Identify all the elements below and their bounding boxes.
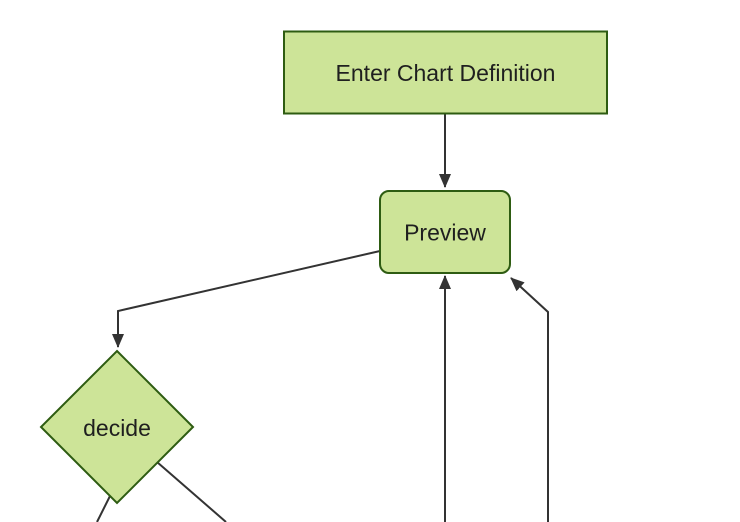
nodes: Enter Chart Definition Preview decide xyxy=(39,30,608,505)
node-decide xyxy=(39,349,195,505)
edge-preview-to-decide xyxy=(112,250,381,348)
edges xyxy=(96,114,549,522)
node-preview-label: Preview xyxy=(404,220,486,246)
node-enter-chart-definition-label: Enter Chart Definition xyxy=(336,60,556,86)
edge-decide-to-offscreen-left xyxy=(96,495,111,522)
node-enter-chart-definition xyxy=(283,30,608,115)
node-preview xyxy=(379,190,511,274)
edge-decide-to-offscreen-right xyxy=(156,461,227,522)
edge-offscreen-right-to-preview xyxy=(510,277,549,522)
node-decide-label: decide xyxy=(83,415,151,441)
